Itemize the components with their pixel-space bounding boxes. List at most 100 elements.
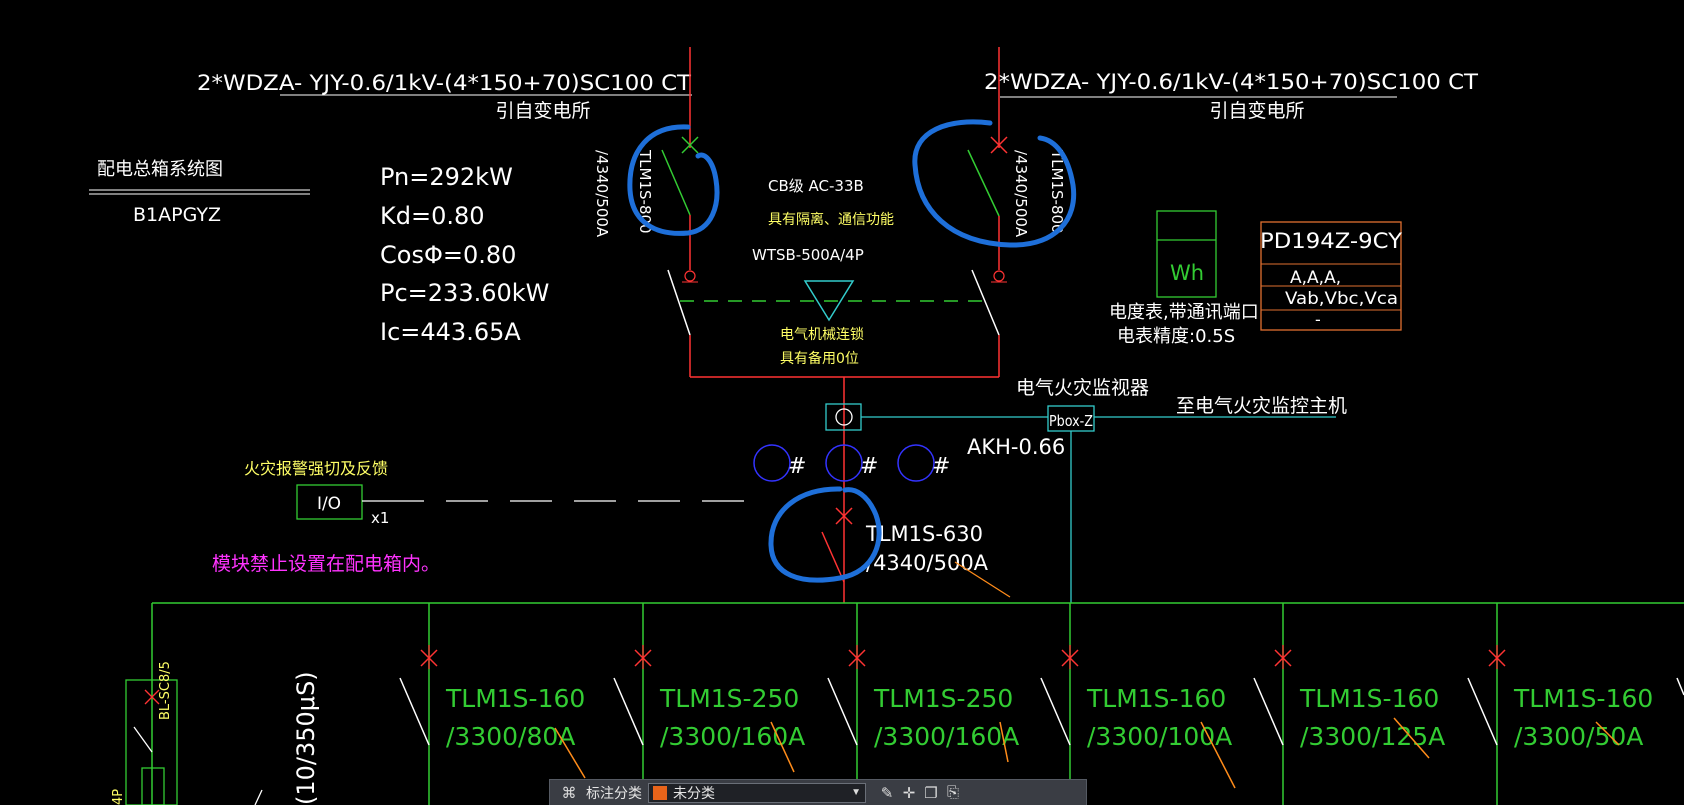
main-breaker-model: TLM1S-630 xyxy=(865,522,983,546)
ct-b-hash: # xyxy=(860,454,878,479)
main-breaker-blade xyxy=(821,531,845,583)
multimeter-row-2: Vab,Vbc,Vca xyxy=(1285,289,1398,309)
pen-icon[interactable]: ✎ xyxy=(880,784,894,802)
branch-rating: /3300/50A xyxy=(1514,722,1643,751)
io-module-label: I/O xyxy=(317,494,341,514)
paste-icon[interactable]: ⎘ xyxy=(946,784,959,801)
branch-1[interactable]: TLM1S-160 /3300/80A xyxy=(399,603,586,805)
branch-blade xyxy=(1040,677,1071,746)
ct-model-label: AKH-0.66 xyxy=(967,435,1065,459)
branch-rating: /3300/160A xyxy=(874,722,1019,751)
branch-3[interactable]: TLM1S-250 /3300/160A xyxy=(827,603,1019,805)
branch-blade xyxy=(1467,677,1498,746)
multimeter-model: PD194Z-9CY xyxy=(1260,229,1402,253)
chevron-down-icon: ▼ xyxy=(851,787,861,798)
left-breaker-rating: /4340/500A xyxy=(593,150,611,238)
branch-blade xyxy=(613,677,644,746)
load-ic: Ic=443.65A xyxy=(380,318,521,346)
annotation-circle-right xyxy=(912,119,1077,248)
ats-line-2: 具有隔离、通信功能 xyxy=(768,211,894,228)
right-cable-label: 2*WDZA- YJY-0.6/1kV-(4*150+70)SC100 CT xyxy=(984,70,1478,94)
branch-model: TLM1S-250 xyxy=(659,684,799,713)
left-breaker-cross-b xyxy=(681,136,699,154)
ats-model: WTSB-500A/4P xyxy=(752,246,864,264)
load-cos: CosΦ=0.80 xyxy=(380,241,516,269)
energy-meter-symbol: Wh xyxy=(1170,261,1204,285)
right-breaker-rating: /4340/500A xyxy=(1012,150,1030,238)
ats-right-switch xyxy=(971,269,1000,336)
spd-label: BL-SC8/5 xyxy=(158,661,173,720)
branch-blade xyxy=(827,677,858,746)
move-icon[interactable]: ✛ xyxy=(902,784,916,802)
right-source-label: 引自变电所 xyxy=(1209,100,1304,122)
ats-left-switch xyxy=(667,269,691,336)
branch-5[interactable]: TLM1S-160 /3300/125A xyxy=(1253,603,1445,805)
monitor-transducer-circle xyxy=(835,408,853,426)
branch-7-blade xyxy=(1676,677,1684,696)
ats-interlock-2: 具有备用0位 xyxy=(780,350,859,367)
branch-rating: /3300/160A xyxy=(660,722,805,751)
annotation-toolbar: ⌘ 标注分类 未分类 ▼ ✎ ✛ ❐ ⎘ xyxy=(549,779,1087,805)
spd-box xyxy=(125,679,178,805)
left-source-label: 引自变电所 xyxy=(495,100,590,122)
category-select-value: 未分类 xyxy=(673,784,715,801)
spd-side-label: 4P xyxy=(111,789,126,805)
branch-model: TLM1S-160 xyxy=(1299,684,1439,713)
branch-rating: /3300/125A xyxy=(1300,722,1445,751)
multimeter-row-3: - xyxy=(1315,310,1321,329)
branch-tag-line xyxy=(1200,721,1236,789)
branch-tag-line xyxy=(1393,717,1430,759)
branch-model: TLM1S-160 xyxy=(1086,684,1226,713)
category-select[interactable]: 未分类 ▼ xyxy=(648,782,866,803)
right-breaker-model: TLM1S-800 xyxy=(1048,149,1066,234)
right-feeder-node xyxy=(993,270,1005,282)
spd-element xyxy=(141,767,165,805)
spd-blade xyxy=(133,726,153,753)
pbox-label: Pbox-Z xyxy=(1049,412,1093,430)
energy-meter-box xyxy=(1156,210,1217,298)
ats-line-1: CB级 AC-33B xyxy=(768,177,864,195)
load-kd: Kd=0.80 xyxy=(380,202,485,230)
branch-model: TLM1S-160 xyxy=(1513,684,1653,713)
ct-b-icon xyxy=(825,444,863,482)
io-module-box xyxy=(296,484,363,520)
ct-c-icon xyxy=(897,444,935,482)
branch-tag-line xyxy=(999,721,1009,763)
fire-alarm-label: 火灾报警强切及反馈 xyxy=(244,459,388,478)
branch-rating: /3300/100A xyxy=(1087,722,1232,751)
meter-desc-2: 电表精度:0.5S xyxy=(1117,326,1235,347)
left-breaker-blade xyxy=(661,149,691,216)
panel-code: B1APGYZ xyxy=(133,204,221,226)
multimeter-box xyxy=(1260,221,1402,331)
right-breaker-cross-b xyxy=(990,136,1008,154)
left-breaker-model: TLM1S-800 xyxy=(636,149,654,234)
branch-blade xyxy=(1253,677,1284,746)
category-color-swatch xyxy=(653,785,667,800)
main-breaker-cross-b xyxy=(835,507,853,525)
fire-alarm-note: 模块禁止设置在配电箱内。 xyxy=(212,553,440,575)
branch-2[interactable]: TLM1S-250 /3300/160A xyxy=(613,603,805,805)
left-cable-label: 2*WDZA- YJY-0.6/1kV-(4*150+70)SC100 CT xyxy=(197,71,691,95)
branch-6[interactable]: TLM1S-160 /3300/50A xyxy=(1467,603,1653,805)
branch-model: TLM1S-250 xyxy=(873,684,1013,713)
panel-title: 配电总箱系统图 xyxy=(97,159,223,180)
main-breaker-tag-line xyxy=(954,561,1011,598)
annotation-circle-main xyxy=(768,486,882,583)
load-pc: Pc=233.60kW xyxy=(380,279,549,307)
annotation-circle-left xyxy=(627,124,720,236)
branch-4[interactable]: TLM1S-160 /3300/100A xyxy=(1040,603,1236,805)
classify-icon[interactable]: ⌘ xyxy=(561,784,577,802)
branch-rating: /3300/80A xyxy=(446,722,575,751)
io-module-count: x1 xyxy=(371,509,389,527)
copy-icon[interactable]: ❐ xyxy=(924,784,938,802)
spd-wave-label: (10/350μS) xyxy=(292,671,320,805)
left-feeder-node xyxy=(684,270,696,282)
branch-blade xyxy=(399,677,430,746)
ats-interlock-triangle xyxy=(803,280,855,322)
branch-model: TLM1S-160 xyxy=(445,684,585,713)
toolbar-label: 标注分类 xyxy=(586,784,642,801)
multimeter-row-1: A,A,A, xyxy=(1290,268,1341,288)
load-pn: Pn=292kW xyxy=(380,163,513,191)
